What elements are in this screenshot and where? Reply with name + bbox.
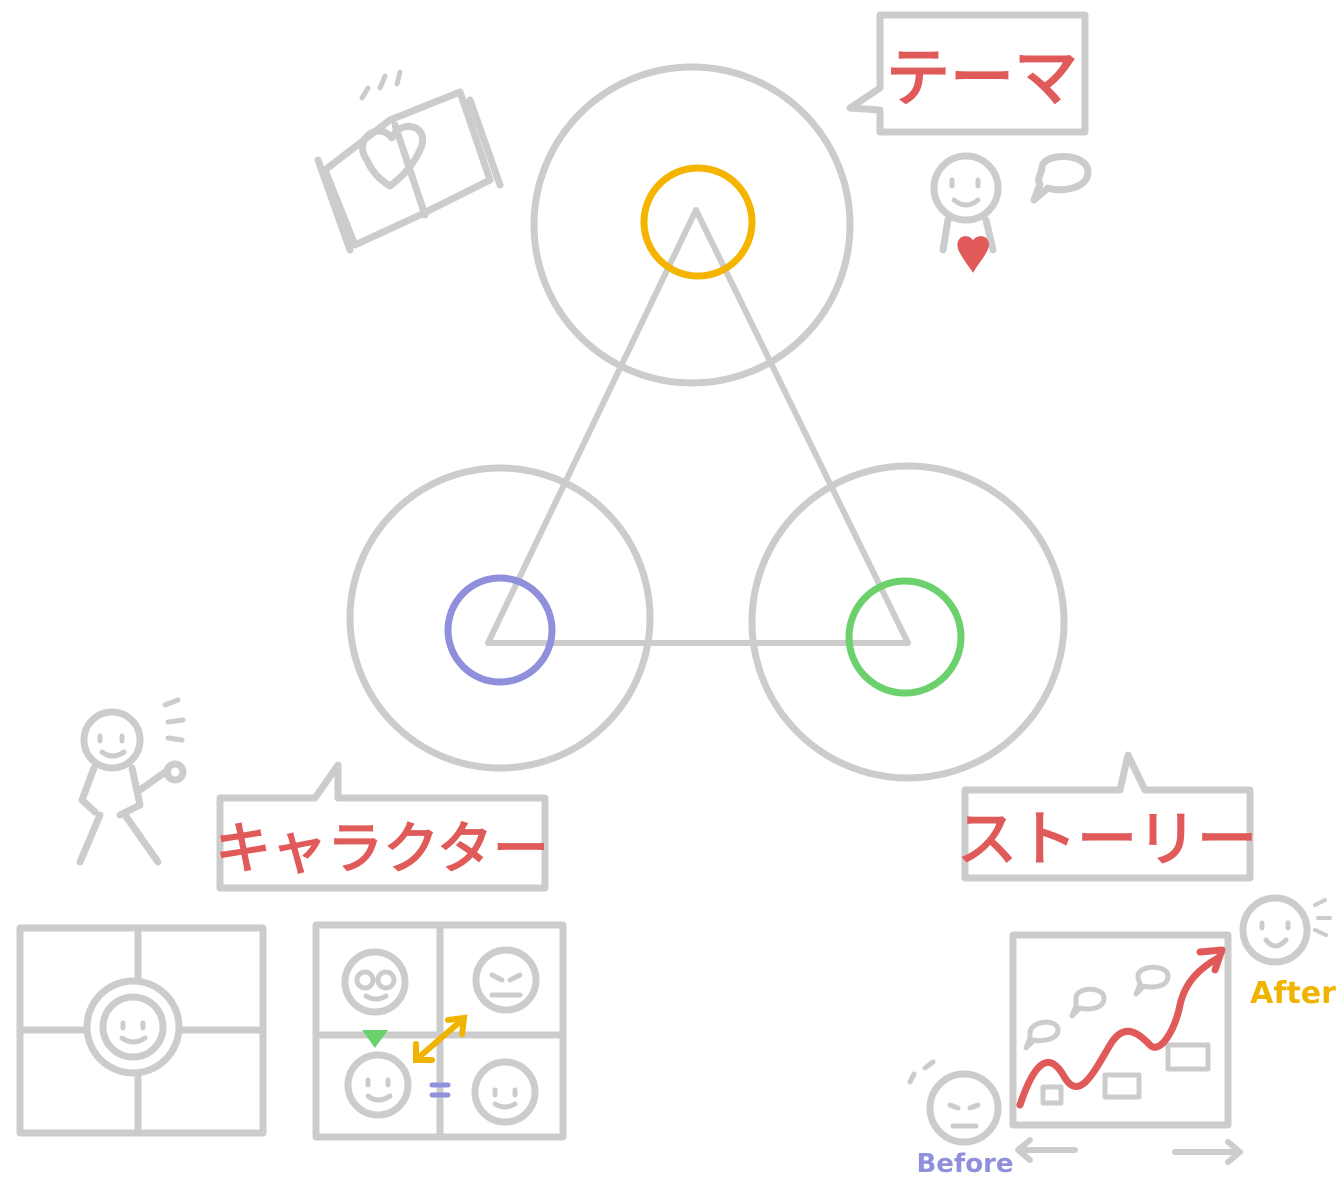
character-node [444, 574, 556, 686]
character-label: キャラクター [215, 817, 549, 882]
thought-bubble-icon [1030, 153, 1092, 204]
theme-bubble-outline [846, 11, 1089, 136]
character-grid-single [16, 924, 267, 1137]
before-label: Before [916, 1149, 1013, 1179]
triangle-connector [485, 207, 911, 646]
equals-icon [429, 1082, 451, 1098]
double-arrow-icon [413, 1014, 468, 1063]
character-bubble-outline [216, 761, 549, 892]
before-face-icon [907, 1059, 1002, 1146]
after-face-icon [1239, 894, 1332, 966]
story-label: ストーリー [957, 805, 1257, 875]
theme-person-icon [930, 152, 1002, 254]
story-bubble-outline [961, 751, 1254, 882]
book-heart-icon [314, 69, 504, 254]
theme-outer-circle [530, 63, 854, 387]
story-graph-frame [1009, 931, 1243, 1165]
character-grid-relations [312, 921, 567, 1141]
story-node [845, 577, 965, 697]
heart-icon [957, 236, 989, 273]
character-outer-circle [346, 464, 654, 772]
after-label: After [1250, 976, 1336, 1011]
theme-label: テーマ [886, 42, 1078, 116]
story-outer-circle [748, 462, 1068, 782]
character-person-icon [76, 697, 187, 866]
theme-node [640, 164, 756, 280]
green-triangle-icon [362, 1030, 388, 1048]
growth-arrow-icon [1016, 946, 1226, 1109]
